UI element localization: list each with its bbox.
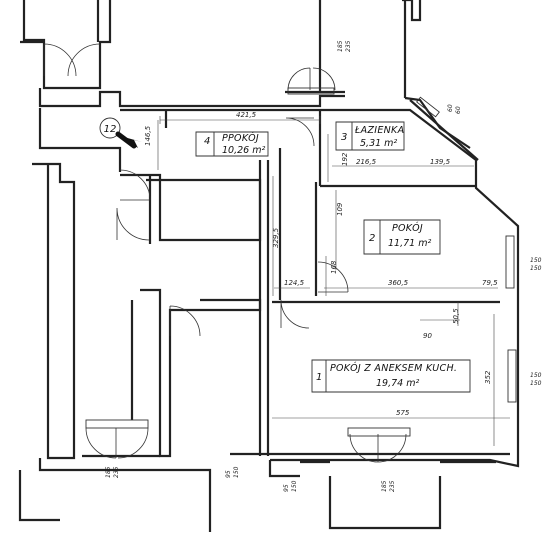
window-dim: 235 (113, 466, 120, 478)
room-label-1: 1 POKÓJ Z ANEKSEM KUCH. 19,74 m² (311, 359, 471, 393)
dim-label: 421,5 (236, 111, 257, 119)
dim-label: 192 (341, 152, 349, 166)
window-dim: 235 (389, 480, 396, 492)
room-label-2: 2 POKÓJ 11,71 m² (363, 219, 441, 255)
dimension-lines (157, 116, 510, 446)
room-number: 3 (341, 132, 347, 143)
window-dim: 60 (455, 106, 462, 114)
dim-label: 329,5 (272, 227, 280, 248)
window-dim: 95 (283, 484, 290, 492)
dim-label: 360,5 (388, 279, 409, 287)
dim-label: 50,5 (452, 308, 460, 324)
window-dim: 235 (345, 40, 352, 52)
dim-label: 109 (336, 202, 344, 216)
room-name: PPOKÓJ (222, 132, 259, 144)
dim-label: 146,5 (144, 125, 152, 146)
room-number: 4 (204, 136, 210, 147)
room-label-3: 3 ŁAZIENKA 5,31 m² (335, 121, 405, 151)
windows (85, 87, 517, 437)
room-name: POKÓJ Z ANEKSEM KUCH. (330, 362, 457, 374)
window-dim: 150 (233, 466, 240, 478)
room-area: 19,74 m² (376, 378, 419, 389)
window-dim: 60 (447, 104, 454, 112)
room-area: 5,31 m² (360, 138, 397, 149)
reference-marker: 12 (99, 117, 142, 149)
room-number: 2 (369, 233, 375, 244)
window-dim: 150 (530, 380, 542, 387)
marker-number: 12 (104, 124, 117, 135)
window-dim: 185 (105, 466, 112, 478)
dim-label: 139,5 (430, 158, 451, 166)
room-name: ŁAZIENKA (354, 125, 404, 136)
window-dim: 185 (337, 40, 344, 52)
dim-label: 352 (484, 370, 492, 384)
window-dim: 185 (381, 480, 388, 492)
dim-label: 90 (423, 332, 432, 340)
doors (43, 43, 407, 463)
room-label-4: 4 PPOKÓJ 10,26 m² (195, 131, 269, 157)
dim-label: 124,5 (284, 279, 305, 287)
window-dim: 150 (530, 372, 542, 379)
room-number: 1 (316, 372, 322, 383)
dim-label: 216,5 (356, 158, 377, 166)
window-dim: 150 (530, 265, 542, 272)
dim-label: 575 (396, 409, 410, 417)
window-dim: 95 (225, 470, 232, 478)
dim-label: 168 (330, 260, 338, 274)
window-dim: 150 (291, 480, 298, 492)
room-area: 10,26 m² (222, 145, 265, 156)
room-name: POKÓJ (392, 222, 423, 234)
dim-label: 79,5 (482, 279, 498, 287)
room-area: 11,71 m² (388, 238, 431, 249)
dimension-labels: 421,5 146,5 216,5 139,5 192 109 329,5 12… (105, 40, 542, 492)
outer-walls (18, 0, 520, 532)
window-dim: 150 (530, 257, 542, 264)
